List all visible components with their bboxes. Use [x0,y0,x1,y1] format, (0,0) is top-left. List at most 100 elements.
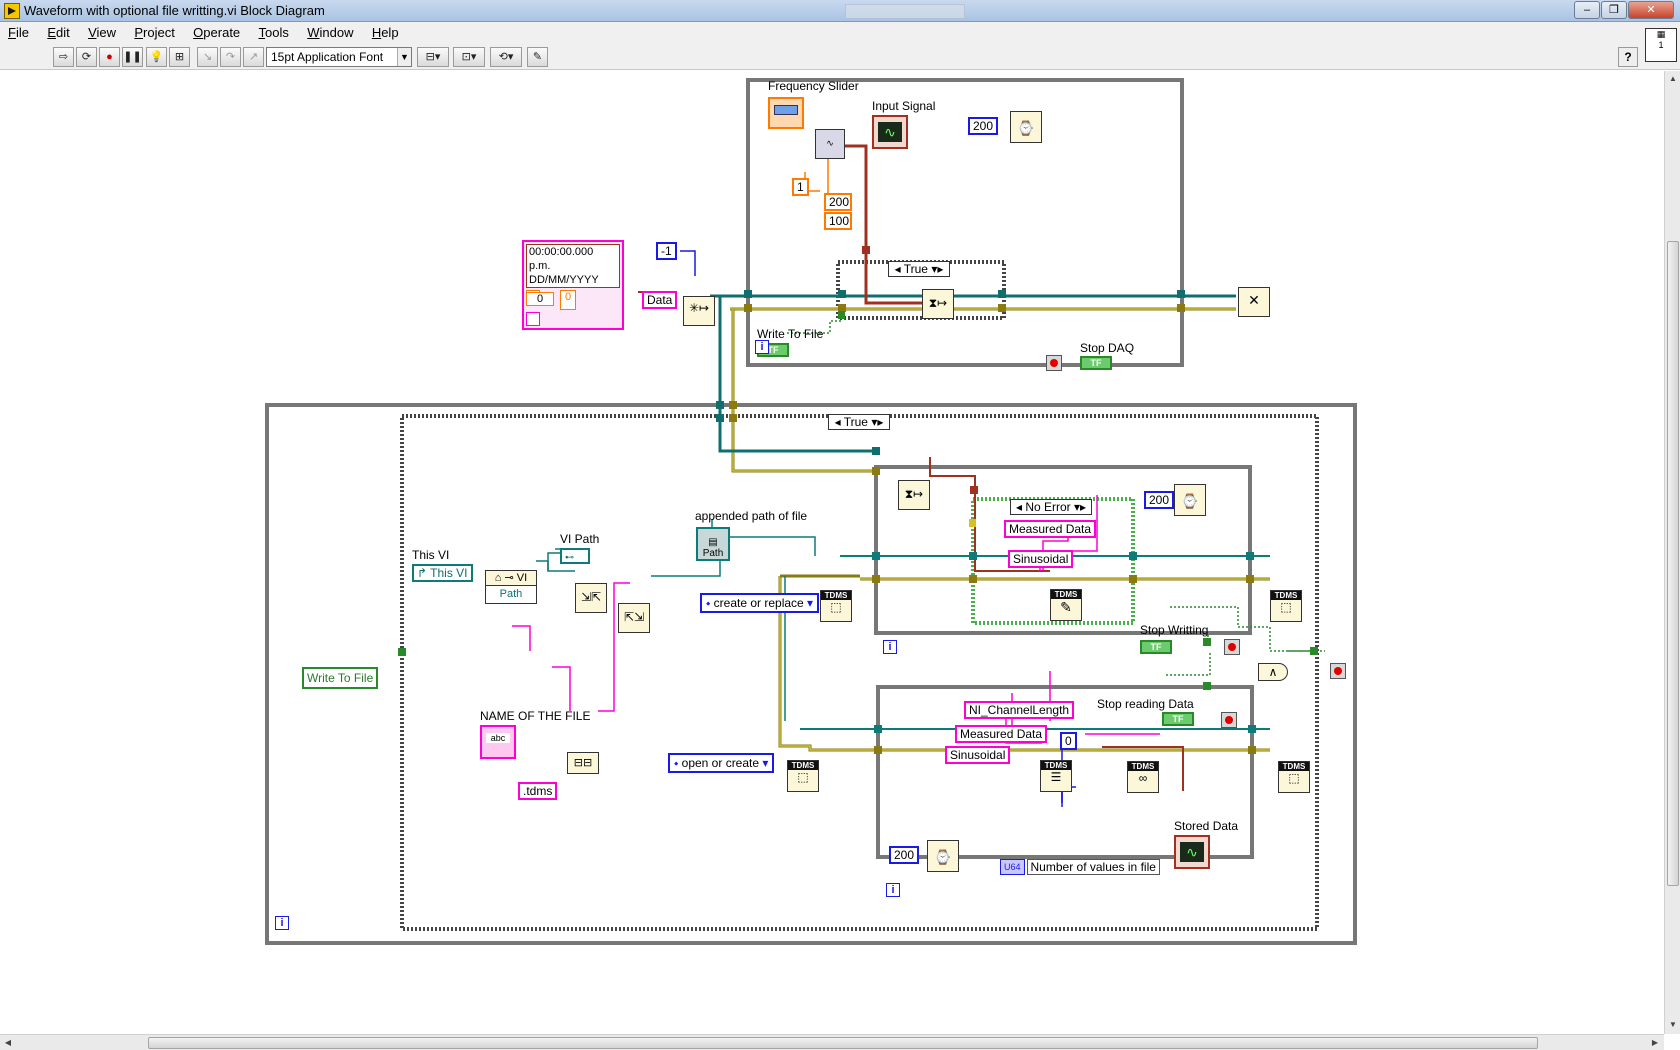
top-while-loop[interactable] [746,78,1184,367]
const-100-orange[interactable]: 100 [824,212,852,230]
menu-edit[interactable]: Edit [47,25,70,40]
step-over-icon[interactable]: ↷ [220,47,241,67]
open-or-create-enum[interactable]: ⬩ open or create ▾ [668,753,775,773]
tdms-extension-constant[interactable]: .tdms [518,782,558,800]
horizontal-scrollbar[interactable]: ◀ ▶ [0,1034,1664,1050]
write-to-file-terminal-bottom[interactable]: Write To File [302,667,379,689]
scroll-left-icon[interactable]: ◀ [4,1038,12,1047]
or-gate-node[interactable]: ∧ [1258,663,1288,681]
menu-window[interactable]: Window [307,25,354,40]
menu-tools[interactable]: Tools [258,25,289,40]
context-help-button[interactable]: ? [1618,47,1638,67]
wait-ms-const-top[interactable]: 200 [968,117,999,135]
data-name-constant[interactable]: Data [642,291,678,309]
zero-constant-read[interactable]: 0 [1060,732,1077,750]
distribute-objects-icon[interactable]: ⊡▾ [453,47,485,67]
menu-operate[interactable]: Operate [193,25,241,40]
clean-up-diagram-icon[interactable]: ✎ [527,47,548,67]
measured-data-constant-write[interactable]: Measured Data [1004,520,1097,538]
create-or-replace-enum[interactable]: ⬩ create or replace ▾ [700,593,820,613]
step-out-icon[interactable]: ↗ [243,47,264,67]
align-objects-icon[interactable]: ⊟▾ [417,47,449,67]
measured-data-constant-read[interactable]: Measured Data [955,725,1048,743]
scroll-right-icon[interactable]: ▶ [1651,1038,1659,1047]
stop-daq-button-icon[interactable] [1046,355,1062,371]
top-case-selector[interactable]: ◂ True ▾▸ [888,261,950,277]
vi-connector-icon[interactable]: ▦1 [1645,28,1677,62]
enqueue-element-node[interactable]: ⧗↦ [922,289,954,319]
reorder-icon[interactable]: ⟲▾ [490,47,522,67]
bottom-case-selector[interactable]: ◂ True ▾▸ [828,414,890,430]
const-one-orange[interactable]: 1 [792,178,809,196]
close-button[interactable]: ✕ [1628,1,1674,19]
name-of-file-control[interactable]: abc [480,725,516,759]
scroll-up-icon[interactable]: ▲ [1669,74,1677,83]
frequency-slider-terminal[interactable] [768,97,804,129]
enqueue-icon: ⧗↦ [928,296,948,310]
vertical-scroll-thumb[interactable] [1667,241,1679,886]
wait-ms-const-read[interactable]: 200 [889,846,920,864]
stop-writting-button-icon[interactable] [1224,639,1240,655]
stop-reading-bool[interactable]: TF [1162,712,1194,726]
cluster-string-element[interactable] [526,312,540,326]
build-path-node[interactable]: ⇱⇲ [618,603,650,633]
menu-file[interactable]: File [8,25,29,40]
horizontal-scroll-thumb[interactable] [148,1037,1538,1049]
concatenate-strings-node[interactable]: ⊟⊟ [567,752,599,774]
wait-ms-node-read[interactable]: ⌚ [927,840,959,872]
block-diagram[interactable]: Frequency Slider ∿ Input Signal ∿ 1 200 … [0,71,1664,1034]
scroll-down-icon[interactable]: ▼ [1669,1020,1677,1029]
wait-ms-node-write[interactable]: ⌚ [1174,484,1206,516]
no-error-case-selector[interactable]: ◂ No Error ▾▸ [1010,499,1092,515]
read-while-loop[interactable] [876,685,1254,859]
font-selector[interactable]: 15pt Application Font▼ [266,47,412,67]
obtain-queue-node[interactable]: ✳↦ [683,296,715,326]
menu-help[interactable]: Help [371,25,399,40]
wait-ms-node-top[interactable]: ⌚ [1010,111,1042,143]
step-into-icon[interactable]: ↘ [197,47,218,67]
menu-view[interactable]: View [88,25,117,40]
release-queue-node[interactable]: ✕ [1238,287,1270,317]
timestamp-constant[interactable]: 00:00:00.000 p.m.DD/MM/YYYY [526,244,620,288]
abort-icon[interactable]: ● [99,47,120,67]
this-vi-reference[interactable]: ↱ This VI [412,564,473,582]
minimize-button[interactable]: – [1574,1,1600,19]
simulate-signal-express-vi[interactable]: ∿ [815,129,845,159]
tdms-close-node-write[interactable]: ⬚ [1270,590,1302,622]
data-cluster-constant[interactable]: 00:00:00.000 p.m.DD/MM/YYYY 1 0 0 [522,240,624,330]
stop-reading-button-icon[interactable] [1221,712,1237,728]
title-bar: Waveform with optional file writting.vi … [0,0,1680,22]
tdms-close-node-read[interactable]: ⬚ [1278,761,1310,793]
cluster-numeric-zero-b[interactable]: 0 [560,290,576,310]
vertical-scrollbar[interactable]: ▲ ▼ [1664,71,1680,1034]
tdms-get-properties-node[interactable]: ☰ [1040,760,1072,792]
stop-writting-bool[interactable]: TF [1140,640,1172,654]
pause-icon[interactable]: ❚❚ [122,47,143,67]
vi-property-node[interactable]: ⌂ ⊸ VI Path [485,570,537,604]
write-while-loop[interactable] [874,465,1252,635]
sinusoidal-constant-read[interactable]: Sinusoidal [945,746,1011,764]
outer-loop-stop-icon[interactable] [1330,663,1346,679]
tdms-read-node[interactable]: ∞ [1127,761,1159,793]
tdms-open-node-write[interactable]: ⬚ [820,590,852,622]
channel-length-constant[interactable]: NI_ChannelLength [964,701,1075,719]
highlight-execution-icon[interactable]: 💡 [146,47,167,67]
retain-wire-values-icon[interactable]: ⊞ [169,47,190,67]
number-of-values-indicator: U64 Number of values in file [1000,859,1160,875]
run-icon[interactable]: ⇨ [53,47,74,67]
minus-one-constant[interactable]: -1 [656,242,677,260]
stop-daq-bool[interactable]: TF [1080,356,1112,370]
strip-path-node[interactable]: ⇲⇱ [575,583,607,613]
tdms-write-node[interactable]: ✎ [1050,589,1082,621]
wait-ms-const-write[interactable]: 200 [1144,491,1175,509]
menu-project[interactable]: Project [134,25,175,40]
bottom-while-loop[interactable] [265,403,1357,945]
maximize-button[interactable]: ❐ [1601,1,1627,19]
const-200-orange[interactable]: 200 [824,193,852,211]
run-continuously-icon[interactable]: ⟳ [76,47,97,67]
tdms-open-node-read[interactable]: ⬚ [787,760,819,792]
dequeue-element-node[interactable]: ⧗↦ [898,480,930,510]
input-signal-graph-terminal[interactable]: ∿ [872,115,908,149]
sinusoidal-constant-write[interactable]: Sinusoidal [1008,550,1074,568]
cluster-numeric-zero-a[interactable]: 0 [526,292,554,306]
